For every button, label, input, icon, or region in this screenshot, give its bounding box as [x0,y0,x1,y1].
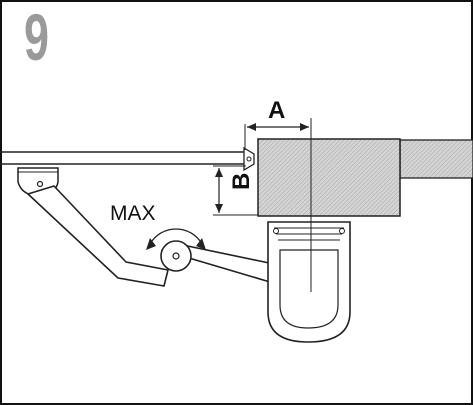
dimension-a [244,123,309,150]
gearbox-cover [267,221,351,343]
rotation-arc [146,228,206,250]
step-number: 9 [24,0,49,74]
label-b: B [228,173,255,190]
articulated-arm [27,185,275,287]
motor-housing [257,138,401,217]
dimension-b [213,165,258,216]
gate-bracket [243,146,255,172]
pillar [399,139,473,179]
label-max: MAX [110,202,156,225]
label-a: A [268,97,285,124]
gate-rail [0,151,246,165]
